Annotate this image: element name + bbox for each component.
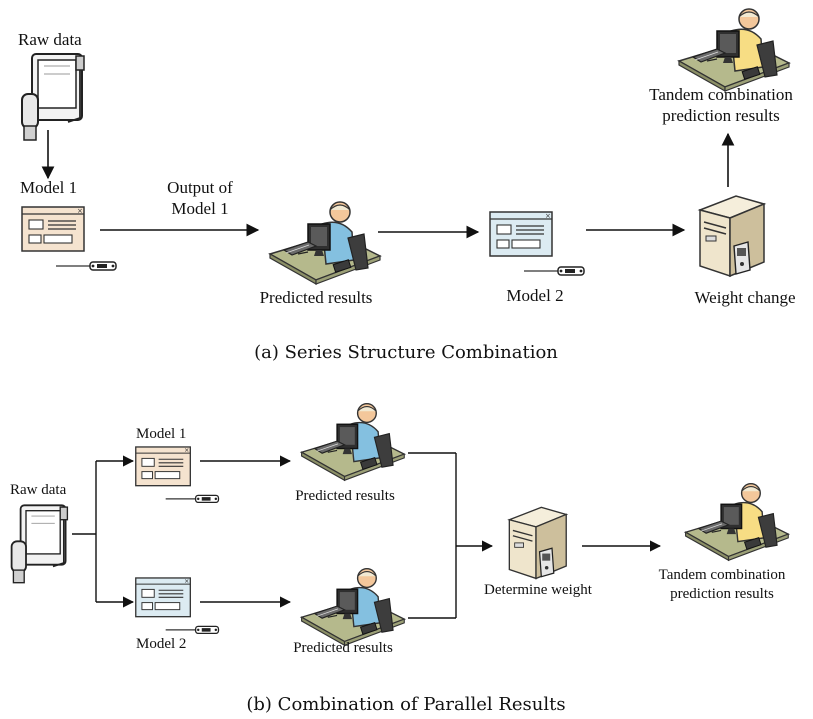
predicted-results-top-label: Predicted results [295,488,395,504]
person-workstation-icon [300,568,405,646]
model-window-icon [489,211,585,276]
model-window-icon [135,577,220,635]
parallel-diagram [10,403,789,646]
tandem-label: Tandem combination prediction results [659,566,786,604]
output-label: Output of Model 1 [167,177,233,219]
person-workstation-icon [269,201,381,285]
tandem-label-line2: prediction results [662,106,780,125]
tandem-label: Tandem combination prediction results [649,84,793,126]
weight-change-label: Weight change [694,288,796,307]
tandem-label-line1: Tandem combination [658,567,786,583]
model1-label: Model 1 [20,178,78,197]
output-label-line1: Output of [167,178,233,197]
model-window-icon [21,206,117,271]
caption-b: (b) Combination of Parallel Results [246,694,566,715]
tablet-device-icon [10,504,69,584]
raw-data-label: Raw data [10,482,67,498]
model-window-icon [135,446,220,504]
caption-a: (a) Series Structure Combination [254,342,558,363]
series-diagram [21,8,790,285]
person-workstation-icon [678,8,790,92]
server-tower-icon [699,195,765,277]
predicted-results-bottom-label: Predicted results [293,640,393,656]
tandem-label-line2: prediction results [670,586,774,602]
person-workstation-icon [684,483,789,561]
model2-label: Model 2 [136,636,187,652]
model2-label: Model 2 [506,286,564,305]
tandem-label-line1: Tandem combination [649,85,793,104]
server-tower-icon [508,506,567,580]
predicted-results-label: Predicted results [259,288,373,307]
raw-data-label: Raw data [18,30,82,49]
person-workstation-icon [300,403,405,481]
model1-label: Model 1 [136,426,187,442]
output-label-line2: Model 1 [171,199,229,218]
determine-weight-label: Determine weight [484,582,592,598]
tablet-device-icon [21,53,85,141]
